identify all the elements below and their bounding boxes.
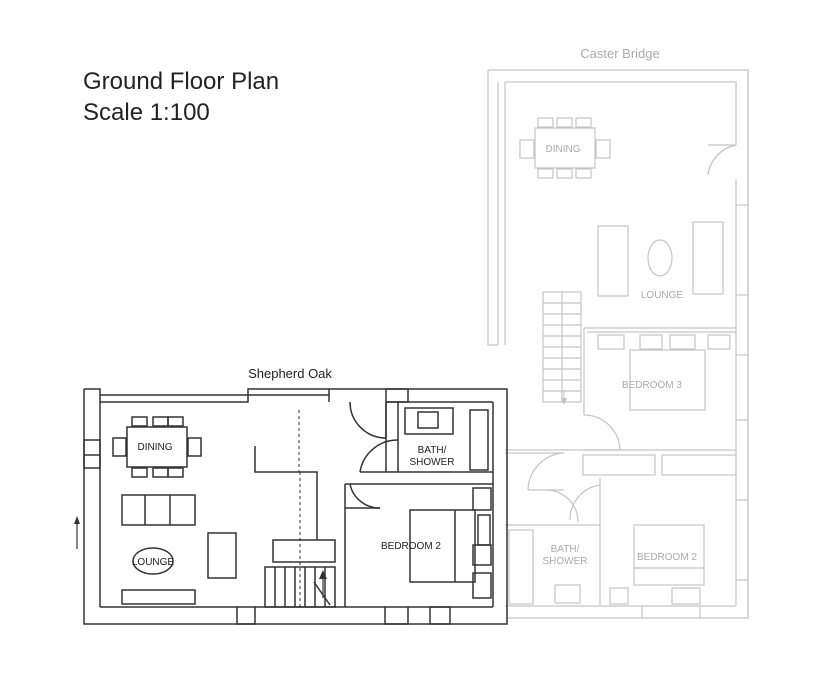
caster-room-label-bath-line1: BATH/ xyxy=(551,544,580,555)
shepherd-oak-building xyxy=(83,388,508,625)
caster-room-label-bedroom2: BEDROOM 2 xyxy=(637,552,697,563)
room-label-lounge: LOUNGE xyxy=(132,557,175,568)
caster-bridge-label: Caster Bridge xyxy=(580,46,659,61)
shepherd-oak-label: Shepherd Oak xyxy=(248,366,332,381)
plan-title: Ground Floor Plan xyxy=(83,68,280,95)
caster-stairs-arrow-icon xyxy=(561,390,567,405)
stairs-arrow-icon xyxy=(319,570,327,598)
caster-room-label-lounge: LOUNGE xyxy=(641,290,684,301)
room-label-bedroom2: BEDROOM 2 xyxy=(381,541,441,552)
caster-room-label-bedroom3: BEDROOM 3 xyxy=(622,380,682,391)
caster-bridge-building xyxy=(487,69,749,619)
room-label-bath-line2: SHOWER xyxy=(410,457,455,468)
room-label-dining: DINING xyxy=(138,442,173,453)
entrance-arrow-icon xyxy=(74,516,80,549)
plan-scale: Scale 1:100 xyxy=(83,99,210,126)
caster-room-label-bath-line2: SHOWER xyxy=(543,556,588,567)
room-label-bath-line1: BATH/ xyxy=(418,445,447,456)
caster-room-label-dining: DINING xyxy=(546,144,581,155)
